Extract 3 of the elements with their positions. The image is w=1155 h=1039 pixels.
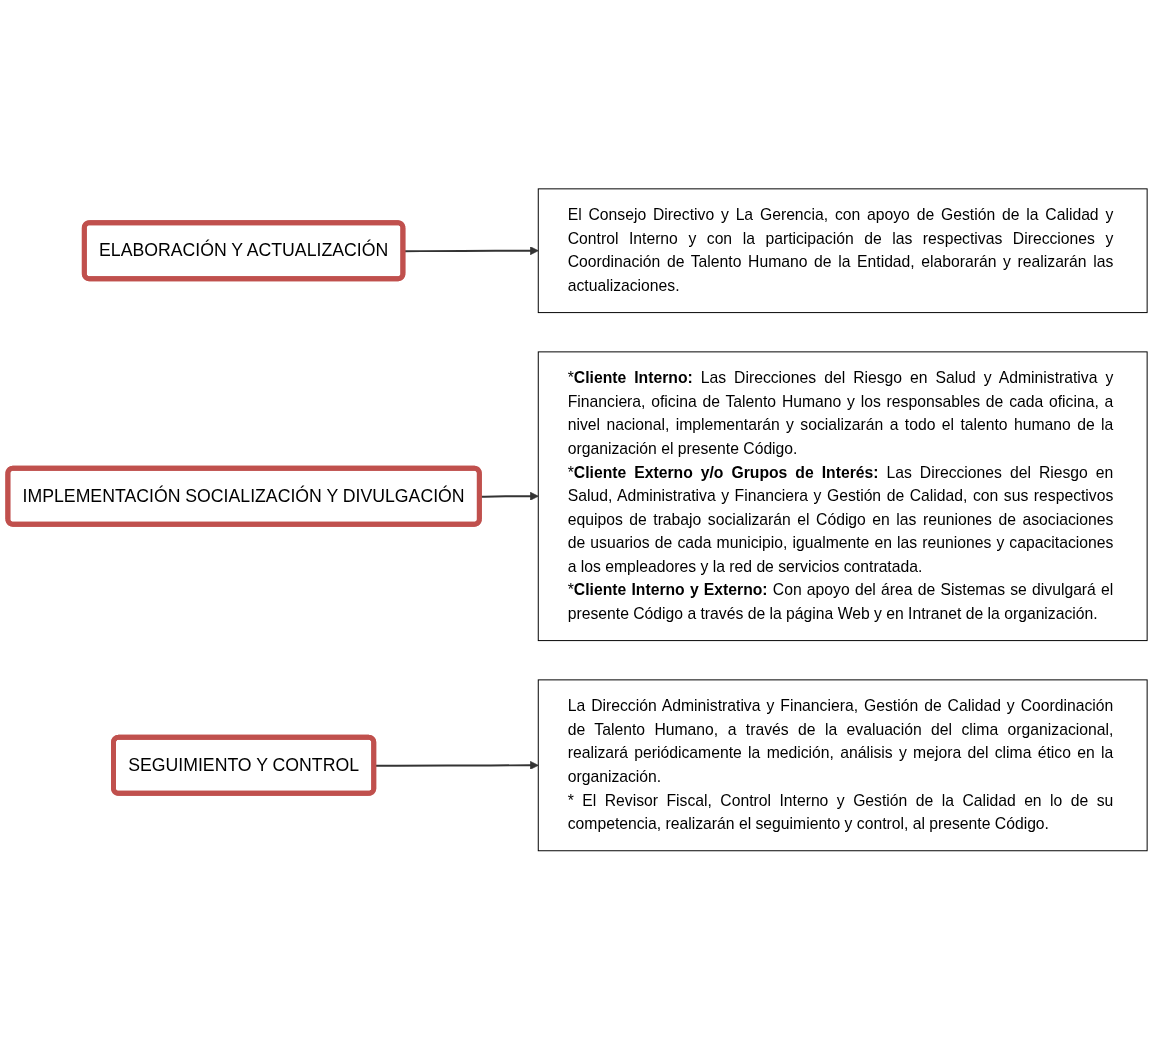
node-box: El Consejo Directivo y La Gerencia, con apoyo de Gestión de la Calidad y Control Interno y con la participación de las respectivas Direcciones y Coordinación de Talento Humano de la Entidad, elaborarán y realizarán las actualizaciones.: [537, 188, 1148, 313]
node-box: *Cliente Interno: Las Direcciones del Riesgo en Salud y Administrativa y Financiera, oficina de Talento Humano y los responsables de cada oficina, a nivel nacional, implementarán y socializarán a todo el talento humano de la organización el presente Código. *Cliente Externo y/o Grupos de Interés: Las Direcciones del Riesgo en Salud, Administrativa y Financiera y Gestión de Calidad, con sus respectivos equipos de trabajo socializarán el Código en las reuniones de asociaciones de usuarios de cada municipio, igualmente en las reuniones y capacitaciones a los empleadores y la red de servicios contratada. *Cliente Interno y Externo: Con apoyo del área de Sistemas se divulgará el presente Código a través de la página Web y en Intranet de la organización.: [537, 351, 1148, 641]
node-box: La Dirección Administrativa y Financiera, Gestión de Calidad y Coordinación de Talento Humano, a través de la evaluación del clima organizacional, realizará periódicamente la medición, análisis y mejora del clima ético en la organización. * El Revisor Fiscal, Control Interno y Gestión de la Calidad en lo de su competencia, realizarán el seguimiento y control, al presente Código.: [537, 679, 1148, 851]
